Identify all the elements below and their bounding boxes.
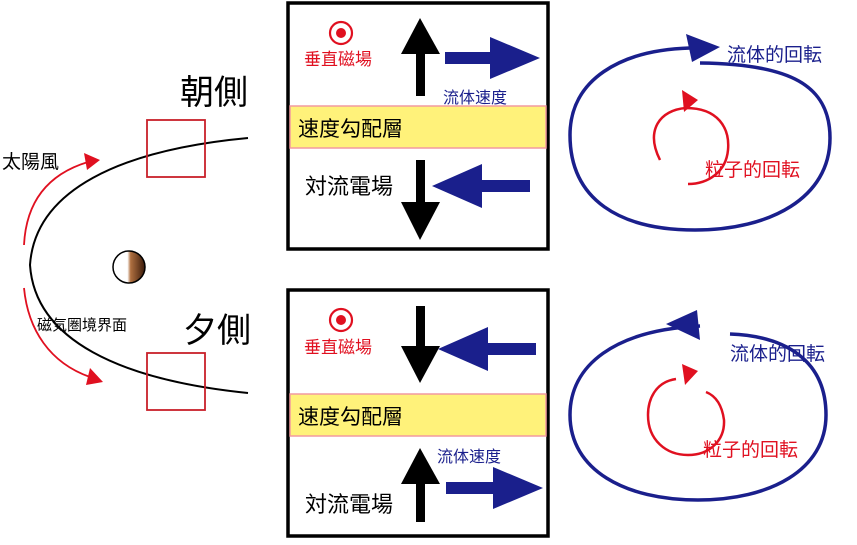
dawn-panel: 速度勾配層 垂直磁場 流体速度 対流電場 bbox=[286, 1, 550, 251]
dusk-fluid-rotation-loop bbox=[568, 324, 828, 502]
dusk-side-label: 夕側 bbox=[183, 311, 251, 351]
dawn-side-label: 朝側 bbox=[180, 73, 248, 113]
solar-wind-arrow-lower bbox=[23, 287, 91, 378]
dusk-field-out-icon bbox=[328, 307, 354, 333]
dawn-fluid-rotation-arrowhead bbox=[686, 34, 720, 62]
dawn-particle-rotation-label: 粒子的回転 bbox=[705, 159, 800, 181]
dusk-black-arrow-up bbox=[401, 448, 440, 522]
dawn-flow-arrow-left bbox=[432, 164, 530, 208]
dawn-flow-arrow-right bbox=[445, 37, 540, 79]
dusk-particle-rotation-arrowhead bbox=[682, 364, 698, 385]
solar-wind-label: 太陽風 bbox=[2, 151, 59, 173]
dusk-fluid-rotation-label: 流体的回転 bbox=[730, 343, 825, 365]
dusk-particle-rotation-loop bbox=[646, 377, 726, 457]
dusk-flow-arrow-left bbox=[438, 327, 536, 371]
dusk-flow-arrow-right bbox=[446, 467, 543, 509]
dawn-vertical-field-label: 垂直磁場 bbox=[304, 50, 372, 70]
dawn-convection-field-label: 対流電場 bbox=[305, 175, 393, 200]
dusk-rotation-diagram: 流体的回転 粒子的回転 bbox=[568, 310, 828, 502]
dawn-black-arrow-up bbox=[401, 18, 440, 96]
dusk-panel: 速度勾配層 垂直磁場 流体速度 対流電場 bbox=[286, 288, 550, 538]
dusk-black-arrow-down bbox=[401, 306, 440, 383]
magnetopause-curve bbox=[28, 137, 249, 394]
dusk-region-box bbox=[146, 352, 206, 411]
magnetopause-label: 磁気圏境界面 bbox=[37, 316, 127, 334]
dawn-fluid-rotation-label: 流体的回転 bbox=[727, 44, 822, 66]
dusk-convection-field-label: 対流電場 bbox=[305, 493, 393, 518]
dusk-shear-layer-label: 速度勾配層 bbox=[298, 405, 403, 429]
solar-wind-arrowhead-lower bbox=[86, 368, 103, 385]
solar-wind-arrowhead-upper bbox=[84, 153, 100, 170]
solar-wind-arrow-upper bbox=[23, 161, 89, 246]
dawn-rotation-diagram: 流体的回転 粒子的回転 bbox=[568, 34, 832, 232]
dawn-shear-layer bbox=[289, 105, 547, 149]
dawn-field-out-icon bbox=[328, 20, 354, 46]
dawn-particle-rotation-arrowhead bbox=[682, 90, 698, 112]
dawn-flow-velocity-label: 流体速度 bbox=[443, 88, 507, 107]
dusk-shear-layer bbox=[289, 393, 547, 437]
dawn-region-box bbox=[146, 119, 206, 178]
dawn-black-arrow-down bbox=[401, 160, 440, 240]
dusk-vertical-field-label: 垂直磁場 bbox=[304, 338, 372, 358]
dawn-shear-layer-label: 速度勾配層 bbox=[298, 117, 403, 141]
dusk-particle-rotation-label: 粒子的回転 bbox=[703, 439, 798, 461]
dawn-particle-rotation-loop bbox=[652, 106, 730, 186]
dawn-fluid-rotation-loop bbox=[568, 46, 832, 232]
planet-icon bbox=[112, 250, 146, 284]
dusk-flow-velocity-label: 流体速度 bbox=[437, 447, 501, 466]
dusk-fluid-rotation-arrowhead bbox=[666, 310, 700, 340]
